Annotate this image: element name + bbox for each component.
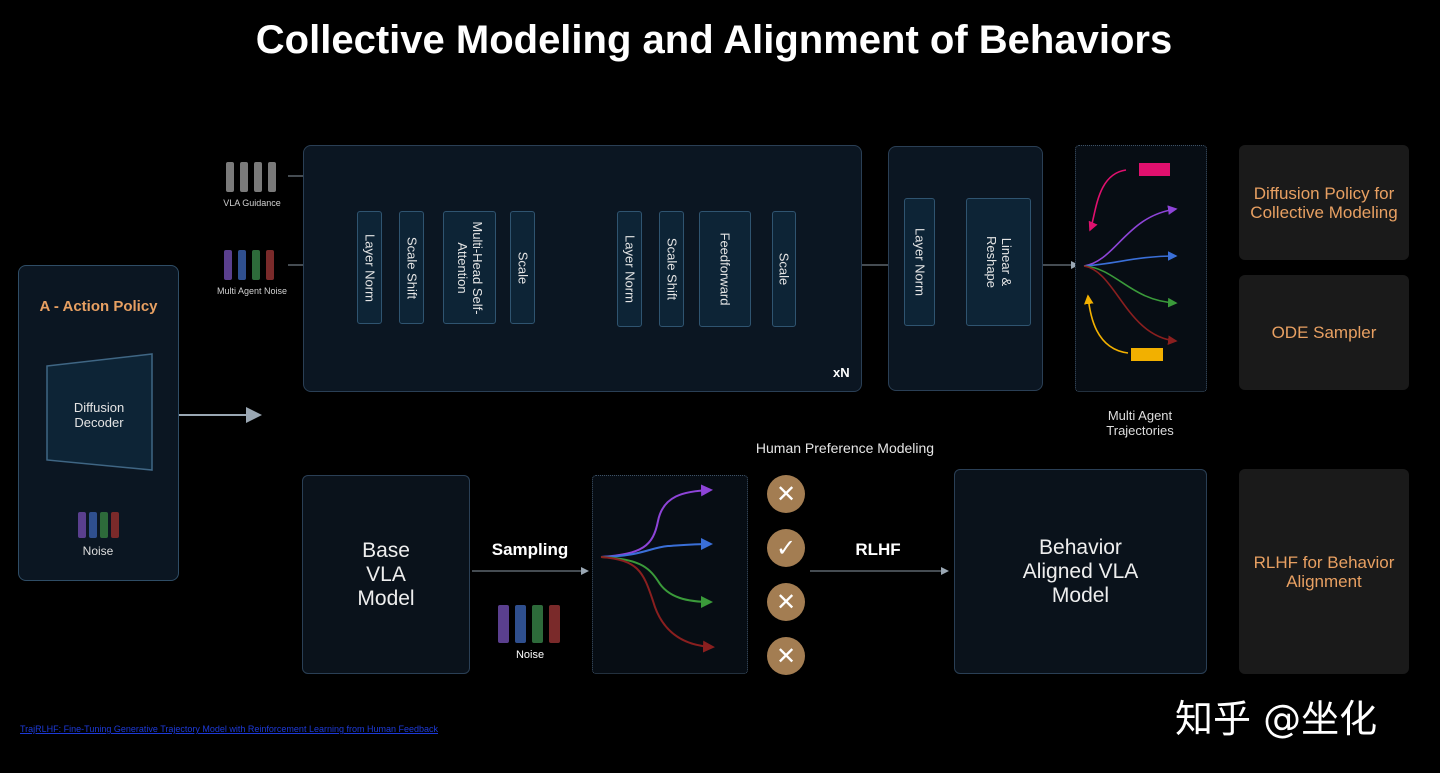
watermark: 知乎 @坐化 bbox=[1175, 697, 1378, 741]
ode-sampler-label: ODE Sampler bbox=[1239, 275, 1409, 390]
layer-norm-2: Layer Norm bbox=[617, 211, 642, 327]
vla-guidance-label: VLA Guidance bbox=[223, 198, 281, 208]
base-vla-model-label: Base VLA Model bbox=[357, 538, 415, 610]
linear-reshape: Linear & Reshape bbox=[966, 198, 1031, 326]
vla-guidance-tokens bbox=[226, 162, 280, 194]
sampling-noise-tokens bbox=[498, 605, 564, 643]
multi-head-self-attention: Multi-Head Self-Attention bbox=[443, 211, 496, 324]
transformer-block bbox=[303, 145, 862, 392]
diffusion-policy-label: Diffusion Policy for Collective Modeling bbox=[1239, 145, 1409, 260]
scale-shift-1: Scale Shift bbox=[399, 211, 424, 324]
sampling-noise-label: Noise bbox=[515, 649, 545, 661]
action-policy-title: A - Action Policy bbox=[39, 298, 158, 315]
multi-agent-noise-tokens bbox=[224, 250, 278, 282]
scale-1: Scale bbox=[510, 211, 535, 324]
rlhf-alignment-label: RLHF for Behavior Alignment bbox=[1239, 469, 1409, 674]
repeat-count: xN bbox=[833, 365, 850, 380]
check-icon: ✓ bbox=[767, 529, 805, 567]
sampled-trajectories-plot bbox=[600, 484, 715, 653]
preference-title: Human Preference Modeling bbox=[755, 440, 935, 456]
trajectories-panel bbox=[1075, 145, 1207, 392]
feedforward: Feedforward bbox=[699, 211, 751, 327]
layer-norm-out: Layer Norm bbox=[904, 198, 935, 326]
diffusion-decoder-shape bbox=[46, 353, 153, 471]
reject-icon-3: ✕ bbox=[767, 637, 805, 675]
page-title: Collective Modeling and Alignment of Beh… bbox=[255, 18, 1173, 62]
rlhf-label: RLHF bbox=[855, 540, 901, 559]
aligned-vla-model-label: Behavior Aligned VLA Model bbox=[1022, 535, 1139, 607]
trajectories-label: Multi Agent Trajectories bbox=[1106, 408, 1174, 438]
trajectories-plot bbox=[1083, 163, 1178, 361]
reject-icon-1: ✕ bbox=[767, 475, 805, 513]
multi-agent-noise-label: Multi Agent Noise bbox=[216, 286, 288, 296]
aligned-vla-model: Behavior Aligned VLA Model bbox=[954, 469, 1207, 674]
scale-shift-2: Scale Shift bbox=[659, 211, 684, 327]
scale-2: Scale bbox=[772, 211, 796, 327]
layer-norm-1: Layer Norm bbox=[357, 211, 382, 324]
base-vla-model: Base VLA Model bbox=[302, 475, 470, 674]
action-noise-tokens bbox=[78, 512, 122, 538]
diffusion-decoder-label: Diffusion Decoder bbox=[73, 400, 125, 430]
sampled-trajectories-panel bbox=[592, 475, 748, 674]
reject-icon-2: ✕ bbox=[767, 583, 805, 621]
reference-link[interactable]: TrajRLHF: Fine-Tuning Generative Traject… bbox=[20, 724, 439, 734]
action-noise-label: Noise bbox=[82, 544, 114, 558]
sampling-label: Sampling bbox=[491, 540, 569, 559]
